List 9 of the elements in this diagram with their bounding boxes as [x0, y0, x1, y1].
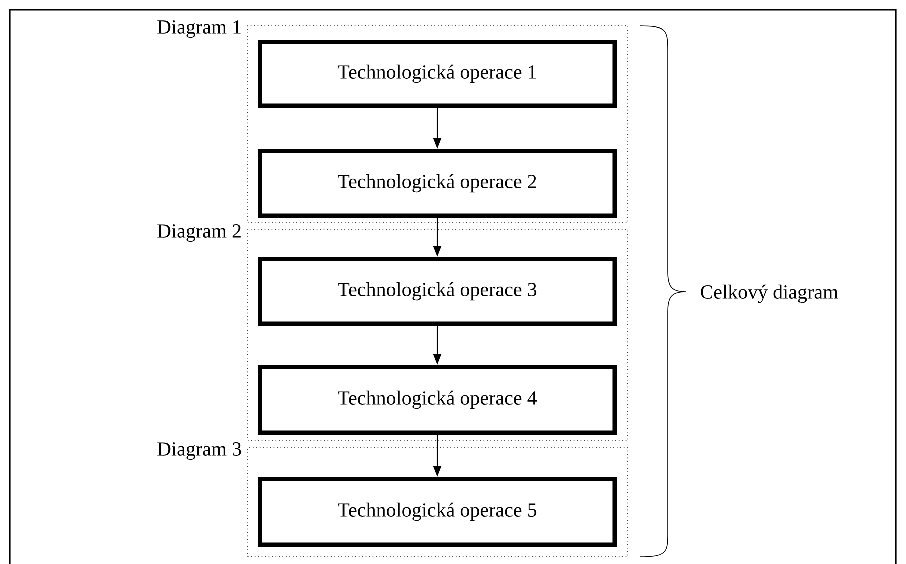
process-box: Technologická operace 1 [258, 40, 617, 108]
process-box: Technologická operace 3 [258, 257, 617, 326]
process-box: Technologická operace 4 [258, 365, 617, 435]
node-label: Diagram 2 [158, 224, 241, 242]
process-box: Technologická operace 2 [258, 149, 617, 218]
brace-label: Celkový diagram [701, 284, 838, 304]
node-label: Diagram 1 [158, 20, 241, 38]
process-box: Technologická operace 5 [258, 477, 617, 547]
node-label: Diagram 3 [158, 442, 242, 460]
